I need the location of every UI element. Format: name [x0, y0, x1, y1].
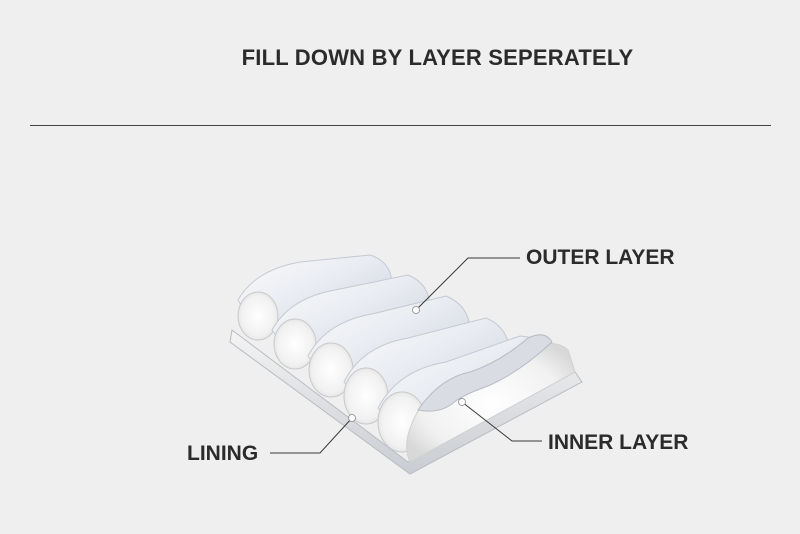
baffle-tube-1	[237, 254, 393, 341]
lining-sheet	[229, 329, 583, 475]
outer-layer-label: OUTER LAYER	[526, 246, 675, 269]
leader-lining	[270, 414, 356, 454]
lining-label: LINING	[187, 442, 259, 465]
diagram-title: FILL DOWN BY LAYER SEPERATELY	[241, 45, 634, 70]
baffle-tube-4	[343, 317, 511, 425]
baffle-tube-3	[307, 295, 471, 398]
peeled-inner-layer	[417, 334, 553, 412]
title-divider	[30, 125, 771, 126]
leader-outer-layer	[412, 257, 520, 314]
inner-layer-label: INNER LAYER	[548, 431, 689, 454]
leader-inner-layer	[458, 398, 542, 442]
